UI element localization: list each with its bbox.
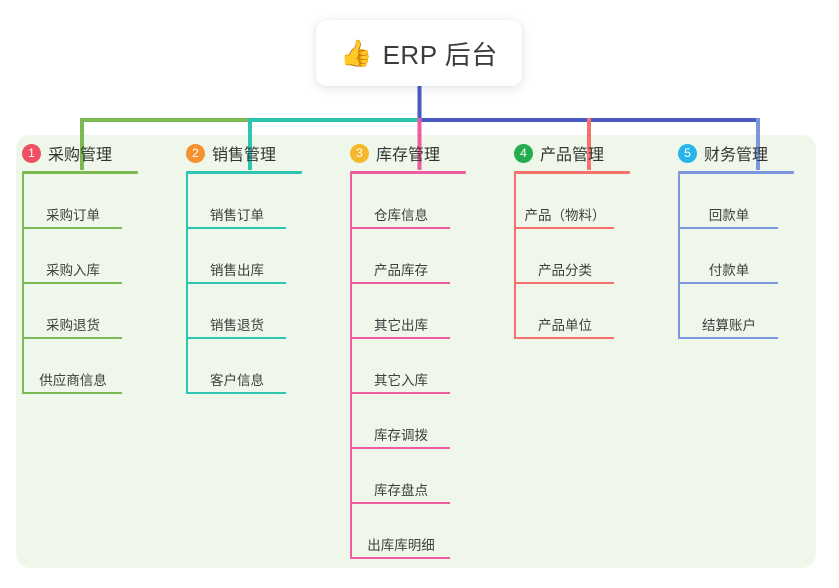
column-销售管理: 2 销售管理销售订单销售出库销售退货客户信息 <box>164 135 328 575</box>
list-item[interactable]: 供应商信息 <box>24 339 122 394</box>
list-item-label: 客户信息 <box>210 373 264 388</box>
column-header[interactable]: 4 产品管理 <box>492 135 656 171</box>
list-item[interactable]: 采购入库 <box>24 229 122 284</box>
list-item[interactable]: 回款单 <box>680 174 778 229</box>
list-item-label: 销售订单 <box>210 208 264 223</box>
list-item-rule <box>352 447 450 449</box>
column-badge: 5 <box>678 143 697 163</box>
list-item-label: 采购退货 <box>46 318 100 333</box>
list-item-rule <box>352 337 450 339</box>
list-item-rule <box>188 392 286 394</box>
list-item-rule <box>516 337 614 339</box>
list-item-label: 销售出库 <box>210 263 264 278</box>
list-item[interactable]: 付款单 <box>680 229 778 284</box>
list-item[interactable]: 采购退货 <box>24 284 122 339</box>
list-item[interactable]: 客户信息 <box>188 339 286 394</box>
list-item[interactable]: 产品单位 <box>516 284 614 339</box>
diagram-panel <box>16 135 816 568</box>
list-item-label: 回款单 <box>708 208 750 223</box>
list-item-rule <box>352 392 450 394</box>
list-item-label: 仓库信息 <box>374 208 428 223</box>
column-items: 销售订单销售出库销售退货客户信息 <box>186 174 328 394</box>
list-item[interactable]: 销售退货 <box>188 284 286 339</box>
list-item-rule <box>352 227 450 229</box>
column-header[interactable]: 5 财务管理 <box>656 135 820 171</box>
root-title: ERP 后台 <box>382 39 498 70</box>
list-item-rule <box>24 392 122 394</box>
list-item[interactable]: 产品分类 <box>516 229 614 284</box>
column-header[interactable]: 3 库存管理 <box>328 135 492 171</box>
column-header-rule <box>350 171 466 174</box>
list-item-rule <box>352 282 450 284</box>
column-header-rule <box>514 171 630 174</box>
list-item[interactable]: 其它出库 <box>352 284 450 339</box>
list-item[interactable]: 销售订单 <box>188 174 286 229</box>
list-item-rule <box>680 227 778 229</box>
list-item[interactable]: 其它入库 <box>352 339 450 394</box>
list-item-rule <box>516 282 614 284</box>
thumbs-up-icon: 👍 <box>340 38 373 68</box>
column-header-rule <box>678 171 794 174</box>
list-item-label: 库存调拨 <box>374 428 428 443</box>
column-title: 采购管理 <box>48 147 113 164</box>
list-item-rule <box>24 337 122 339</box>
column-title: 财务管理 <box>704 147 769 164</box>
list-item-rule <box>188 282 286 284</box>
list-item-rule <box>352 557 450 559</box>
column-badge: 1 <box>22 143 41 163</box>
list-item-label: 其它出库 <box>374 318 428 333</box>
column-header[interactable]: 1 采购管理 <box>0 135 164 171</box>
list-item-rule <box>352 502 450 504</box>
column-header-rule <box>186 171 302 174</box>
column-产品管理: 4 产品管理产品（物料） 产品分类产品单位 <box>492 135 656 575</box>
column-title: 销售管理 <box>212 147 277 164</box>
list-item-label: 结算账户 <box>702 318 756 333</box>
list-item-label: 产品单位 <box>538 318 592 333</box>
list-item-label: 产品（物料） <box>524 208 606 223</box>
list-item-rule <box>24 282 122 284</box>
list-item-label: 采购入库 <box>46 263 100 278</box>
column-库存管理: 3 库存管理仓库信息产品库存其它出库其它入库库存调拨库存盘点出库库明细 <box>328 135 492 575</box>
list-item[interactable]: 采购订单 <box>24 174 122 229</box>
list-item[interactable]: 仓库信息 <box>352 174 450 229</box>
list-item-label: 库存盘点 <box>374 483 428 498</box>
list-item-label: 采购订单 <box>46 208 100 223</box>
list-item[interactable]: 出库库明细 <box>352 504 450 559</box>
column-badge: 3 <box>350 143 369 163</box>
root-node-card[interactable]: 👍 ERP 后台 <box>316 20 522 86</box>
list-item-rule <box>188 337 286 339</box>
list-item-label: 销售退货 <box>210 318 264 333</box>
list-item[interactable]: 库存盘点 <box>352 449 450 504</box>
column-采购管理: 1 采购管理采购订单采购入库采购退货供应商信息 <box>0 135 164 575</box>
list-item-rule <box>680 282 778 284</box>
column-财务管理: 5 财务管理回款单付款单结算账户 <box>656 135 820 575</box>
list-item-label: 付款单 <box>708 263 750 278</box>
list-item-rule <box>516 227 614 229</box>
column-header-rule <box>22 171 138 174</box>
list-item-label: 产品库存 <box>374 263 428 278</box>
list-item[interactable]: 销售出库 <box>188 229 286 284</box>
column-title: 产品管理 <box>540 147 605 164</box>
column-title: 库存管理 <box>376 147 441 164</box>
list-item[interactable]: 产品库存 <box>352 229 450 284</box>
list-item-label: 其它入库 <box>374 373 428 388</box>
list-item[interactable]: 库存调拨 <box>352 394 450 449</box>
column-header[interactable]: 2 销售管理 <box>164 135 328 171</box>
column-items: 产品（物料） 产品分类产品单位 <box>514 174 656 339</box>
list-item-rule <box>188 227 286 229</box>
list-item[interactable]: 产品（物料） <box>516 174 614 229</box>
column-badge: 2 <box>186 143 205 163</box>
column-badge: 4 <box>514 143 533 163</box>
list-item[interactable]: 结算账户 <box>680 284 778 339</box>
list-item-rule <box>24 227 122 229</box>
column-container: 1 采购管理采购订单采购入库采购退货供应商信息 2 销售管理销售订单销售出库销售退货客… <box>0 135 839 575</box>
list-item-label: 供应商信息 <box>39 373 107 388</box>
column-items: 回款单付款单结算账户 <box>678 174 820 339</box>
list-item-label: 产品分类 <box>538 263 592 278</box>
list-item-rule <box>680 337 778 339</box>
list-item-label: 出库库明细 <box>367 538 435 553</box>
column-items: 采购订单采购入库采购退货供应商信息 <box>22 174 164 394</box>
column-items: 仓库信息产品库存其它出库其它入库库存调拨库存盘点出库库明细 <box>350 174 492 559</box>
